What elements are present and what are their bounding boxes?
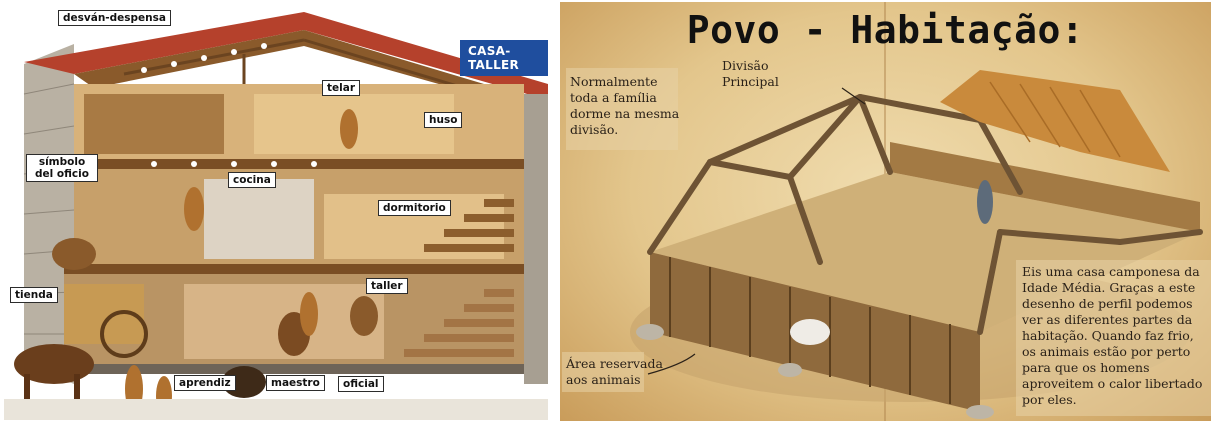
- label-simbolo-del-oficio: símbolo del oficio: [26, 154, 98, 183]
- note-division: Divisão Principal: [722, 58, 779, 89]
- label-maestro: maestro: [266, 375, 325, 392]
- label-taller: taller: [366, 278, 408, 295]
- label-tienda: tienda: [10, 287, 58, 304]
- label-aprendiz: aprendiz: [174, 375, 236, 392]
- description-text: Eis uma casa camponesa da Idade Média. G…: [1022, 264, 1203, 407]
- page-title: Povo - Habitação:: [686, 8, 1085, 52]
- label-cocina: cocina: [228, 172, 276, 189]
- label-oficial: oficial: [338, 376, 384, 393]
- label-desvan-despensa: desván-despensa: [58, 10, 171, 27]
- casa-taller-banner: CASA-TALLER: [460, 40, 548, 76]
- note-animals: Área reservada aos animais: [566, 356, 663, 387]
- note-family: Normalmente toda a família dorme na mesm…: [570, 74, 680, 137]
- label-huso: huso: [424, 112, 463, 129]
- label-dormitorio: dormitorio: [378, 200, 451, 217]
- house-cutaway-drawing: [4, 4, 548, 420]
- povo-habitacao-illustration: Povo - Habitação: Normalmente toda a fam…: [560, 2, 1211, 421]
- casa-taller-illustration: CASA-TALLER desván-despensa telar huso s…: [4, 4, 548, 420]
- label-telar: telar: [322, 80, 361, 97]
